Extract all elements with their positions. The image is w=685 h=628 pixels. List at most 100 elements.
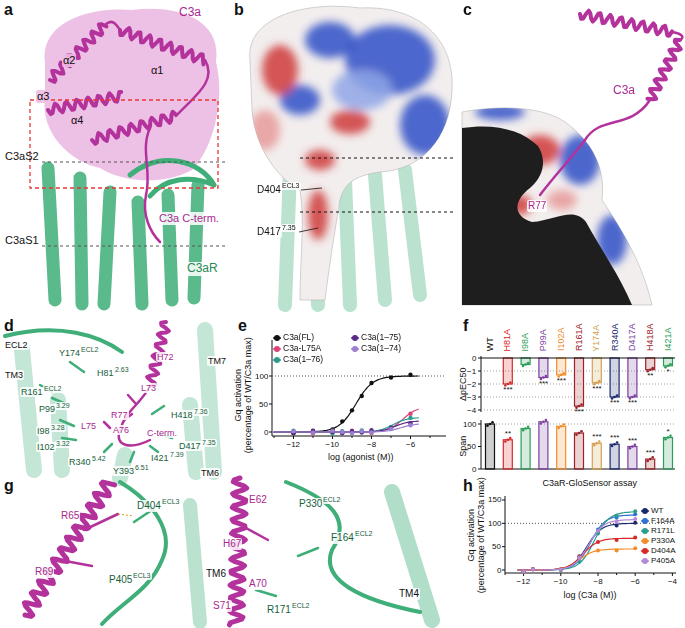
superscript-label: 2.63 (114, 366, 130, 374)
figure-label: TM6 (200, 468, 220, 478)
figure-label: C3aS2 (4, 150, 40, 163)
bar (539, 358, 548, 378)
figure-label: TM7 (207, 356, 227, 366)
fit-curve (518, 520, 635, 570)
legend-text: C3a-L75A (283, 344, 321, 354)
bar (557, 426, 566, 469)
figure-label: h (462, 477, 474, 495)
data-point (531, 567, 535, 571)
helix-ribbon (647, 40, 680, 100)
helix-tube (285, 170, 290, 305)
coil (176, 60, 209, 116)
data-point (540, 422, 543, 425)
figure-label: H72 (156, 352, 175, 362)
figure-label: −2 (466, 380, 477, 389)
tick (478, 424, 481, 425)
data-point (291, 428, 295, 432)
helix-tube (194, 185, 198, 298)
charge-patch (547, 190, 577, 210)
helix-tube (80, 178, 82, 304)
charge-patch (262, 45, 298, 95)
legend-entry: C3a(FL) (272, 333, 314, 343)
helix-tube (168, 195, 172, 300)
axis (481, 420, 482, 469)
data-point (633, 521, 637, 525)
figure-label: Span (458, 435, 468, 458)
legend-entry: C3a-L75A (272, 344, 321, 354)
data-point (615, 520, 619, 524)
bar (628, 358, 637, 397)
legend-swatch (352, 346, 358, 352)
data-point (408, 416, 412, 420)
coil (672, 32, 682, 40)
bar (486, 424, 495, 469)
data-point (633, 517, 637, 521)
figure-label: −4 (667, 577, 678, 586)
legend-text: C3a(1–75) (361, 333, 401, 343)
data-point (633, 509, 637, 513)
figure-label: e (237, 317, 248, 335)
data-point (522, 569, 526, 573)
figure-label: (percentage of WT/C3a max) (476, 476, 486, 594)
superscript-label: ECL3 (132, 572, 152, 580)
data-point (559, 568, 563, 572)
data-point (360, 394, 364, 398)
data-point (557, 427, 560, 430)
data-point (330, 429, 334, 433)
superscript-label: 3.29 (55, 402, 71, 410)
figure-label: H81 (96, 368, 115, 378)
helix-tube (205, 330, 214, 472)
site-boundary (42, 162, 225, 163)
tick (371, 436, 372, 439)
data-point (408, 373, 412, 377)
figure-label: R65 (60, 510, 80, 522)
legend-text: WT (651, 506, 663, 515)
tick (560, 573, 561, 576)
superscript-label: 7.35 (281, 224, 297, 232)
tick (616, 573, 617, 575)
legend-entry: C3a(1–76) (272, 355, 323, 365)
figure-label: f (462, 317, 469, 335)
figure-label: H418 (170, 410, 194, 420)
figure-label: *** (502, 385, 513, 394)
data-point (613, 443, 616, 446)
figure-label: L73 (140, 383, 157, 393)
figure-label: I421 (150, 453, 170, 463)
superscript-label: 7.39 (169, 451, 185, 459)
figure-label: (percentage of WT/C3a max) (243, 336, 253, 454)
helix-tube (345, 180, 350, 305)
data-point (291, 429, 295, 433)
bar (610, 444, 619, 469)
tick (478, 371, 481, 372)
data-point (560, 374, 563, 377)
data-point (408, 423, 412, 427)
data-point (631, 445, 634, 448)
figure-label: D417A (627, 322, 637, 352)
fit-curve (518, 512, 635, 570)
bar (521, 429, 530, 470)
figure-label: α3 (36, 90, 50, 103)
legend-entry: P405A (640, 556, 675, 565)
figure-label: I98 (36, 426, 51, 436)
coil (145, 128, 160, 242)
bar (664, 438, 673, 470)
legend-text: F164A (651, 516, 675, 525)
cross-section (462, 126, 632, 305)
data-point (369, 431, 373, 435)
figure-label: D417 (178, 441, 202, 451)
data-point (559, 567, 563, 571)
figure-label: Y174 (58, 348, 81, 358)
superscript-label: 7.35 (201, 439, 217, 447)
legend-text: C3a(1–76) (283, 355, 323, 365)
data-point (311, 430, 315, 434)
figure-label: R340A (609, 322, 619, 352)
legend-swatch (642, 518, 648, 524)
coil (105, 22, 120, 30)
charge-patch (475, 104, 525, 120)
data-point (560, 425, 563, 428)
bar (610, 358, 619, 397)
figure-label: −12 (286, 440, 302, 449)
data-point (360, 428, 364, 432)
legend-entry: C3a(1–74) (350, 344, 401, 354)
